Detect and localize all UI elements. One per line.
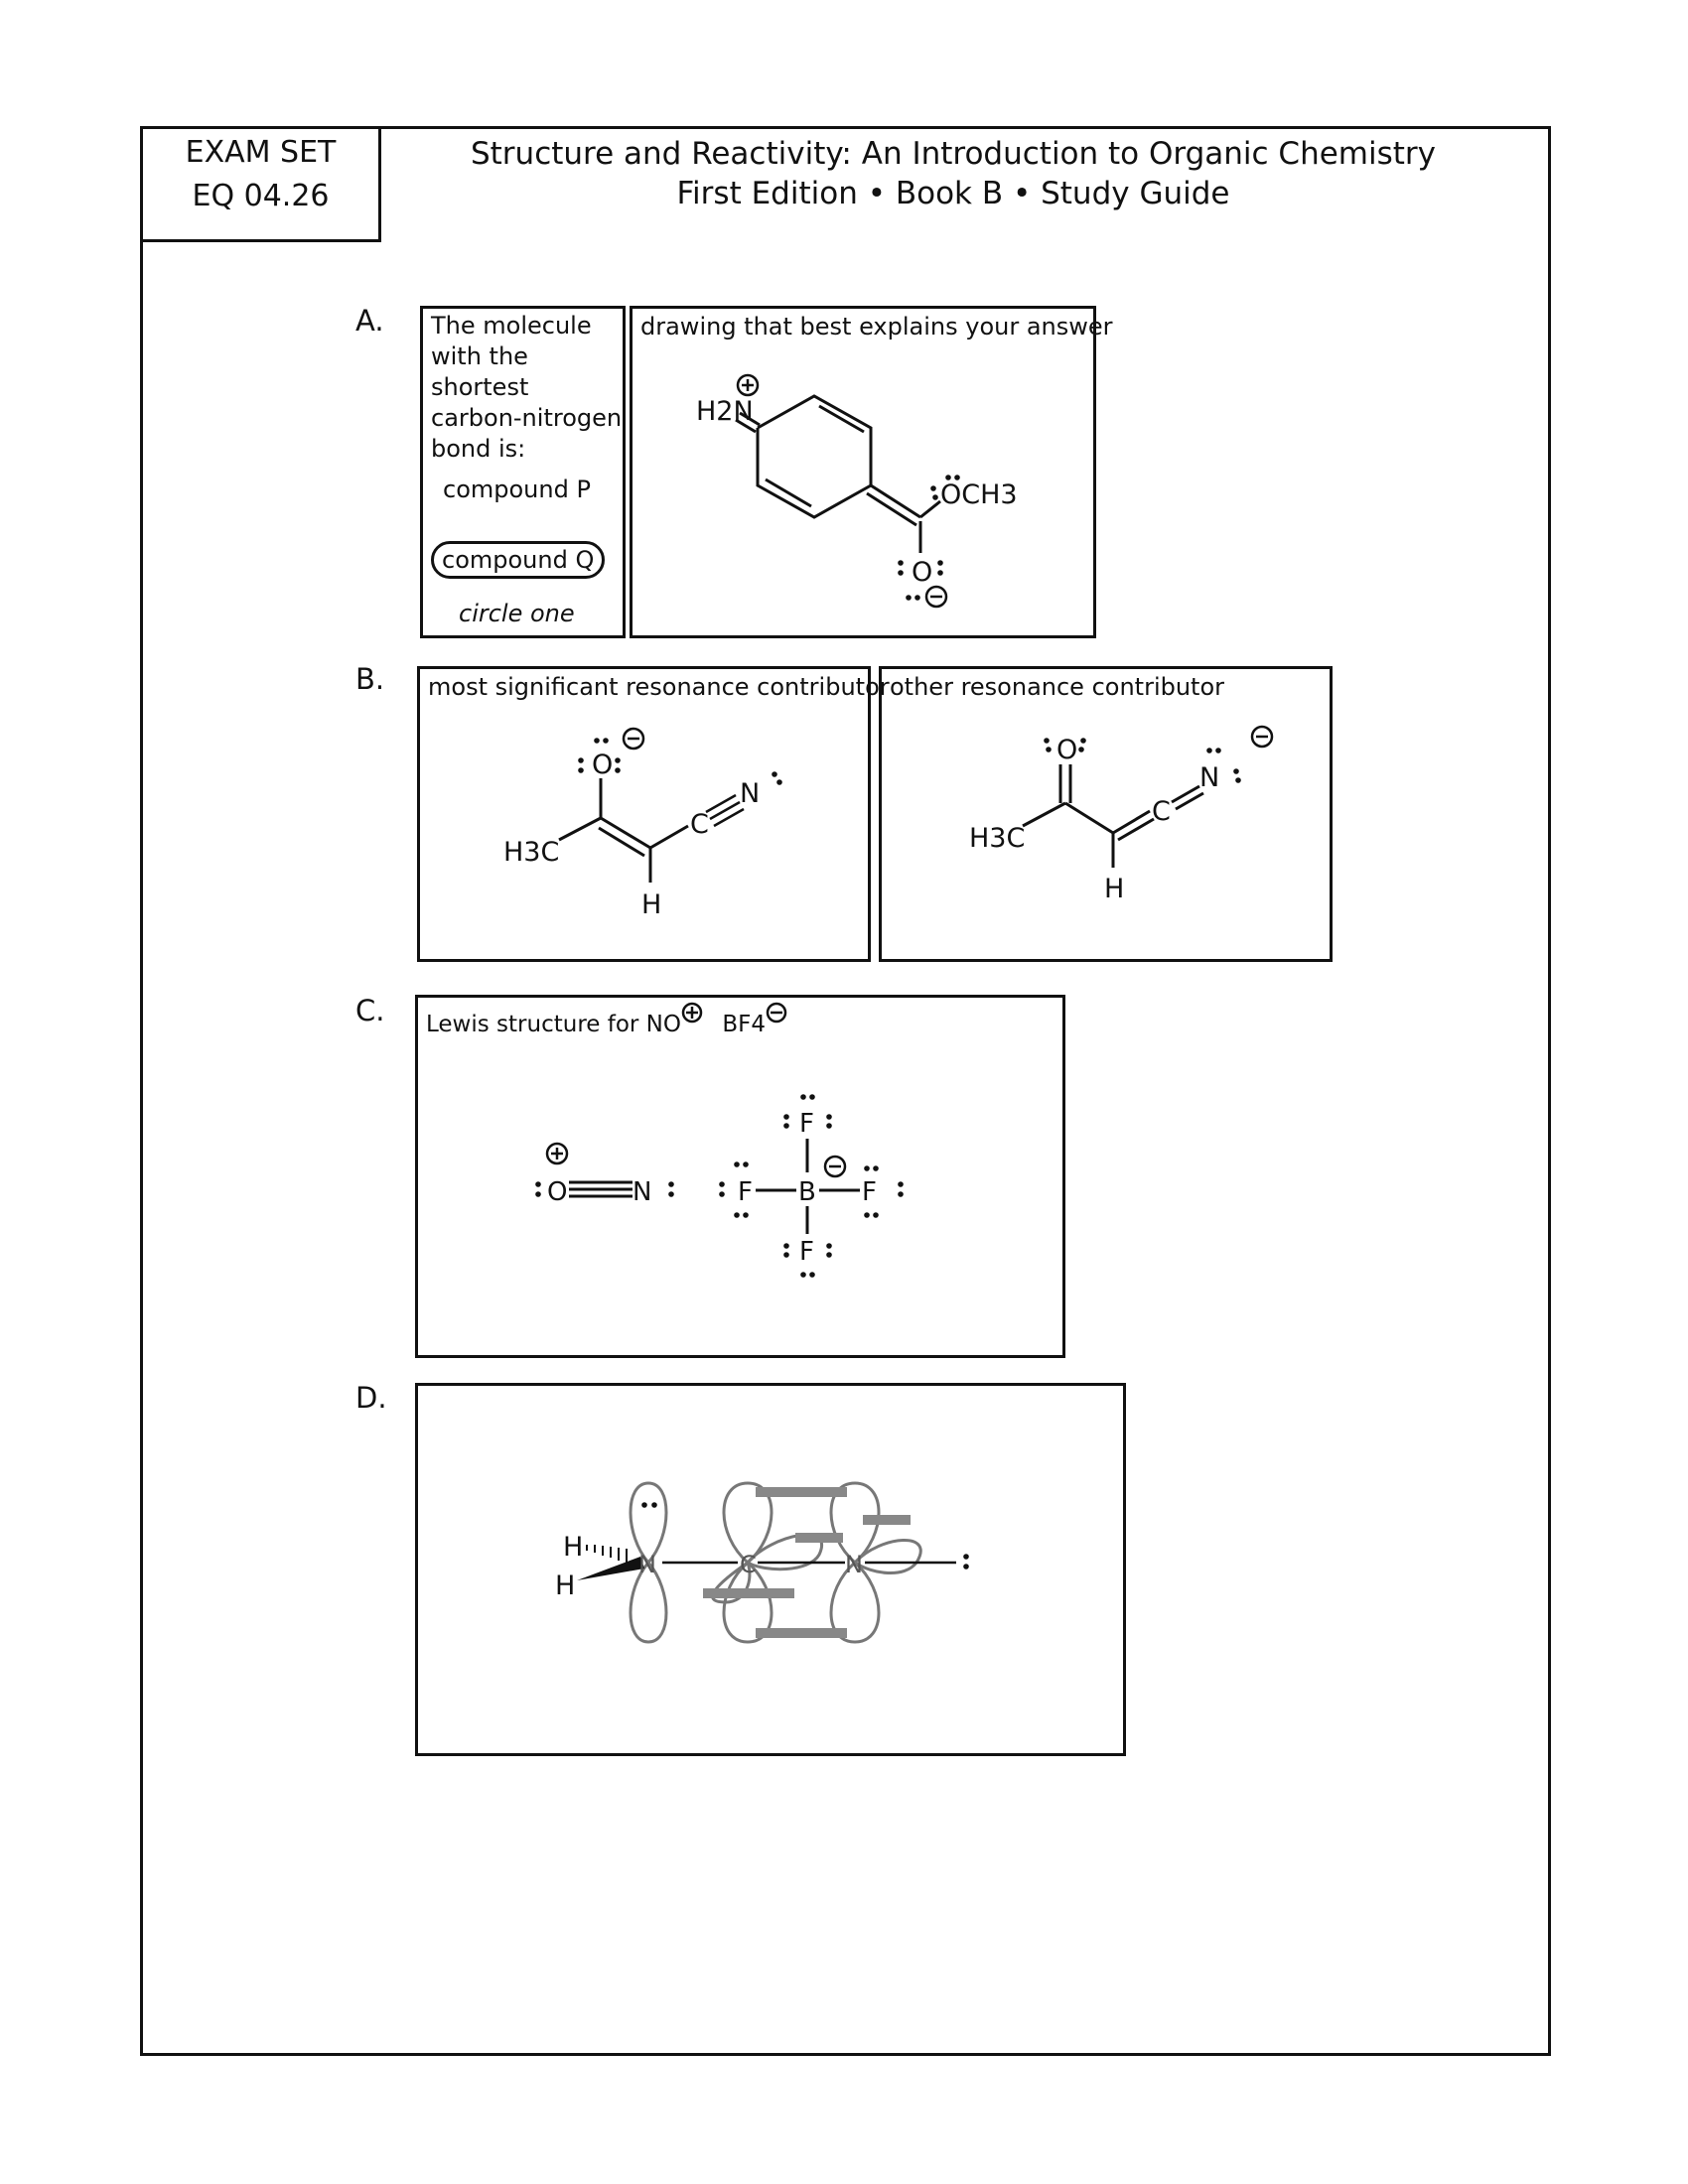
orbital-diagram: H H N C N — [555, 1481, 969, 1644]
amine-group: H2N — [696, 396, 754, 427]
nitrogen-atom: N — [1199, 762, 1219, 793]
lewis-structures: O N B F F F F — [535, 1094, 904, 1278]
hydrogen-hashed: H — [563, 1532, 583, 1563]
exam-set-box: EXAM SET EQ 04.26 — [140, 126, 381, 242]
part-d-box: H H N C N — [415, 1383, 1126, 1756]
nitrosonium-nitrogen: N — [633, 1177, 651, 1207]
part-a-question-box: The molecule with the shortest carbon-ni… — [420, 306, 626, 638]
exam-set-label: EXAM SET — [185, 135, 337, 170]
part-c-label-text: Lewis structure for NO BF4 — [426, 1002, 789, 1037]
nitrogen-atom: N — [740, 778, 760, 809]
major-resonance-contributor: O H3C H C N — [503, 727, 782, 920]
nitrosonium-oxygen: O — [547, 1177, 567, 1207]
plus-charge-icon — [681, 1002, 703, 1024]
oxygen-atom: O — [912, 557, 932, 588]
part-a-question: The molecule with the shortest carbon-ni… — [431, 312, 623, 463]
bf4-formula: BF4 — [722, 1012, 766, 1037]
part-b-major-box: most significant resonance contributor O… — [417, 666, 890, 962]
part-b-minor-label: other resonance contributor — [890, 673, 1225, 701]
ester-group: OCH3 — [940, 479, 1018, 510]
methyl-group: H3C — [503, 837, 559, 868]
hydrogen-atom: H — [1104, 874, 1124, 904]
part-a-label: A. — [355, 304, 384, 338]
methyl-group: H3C — [969, 823, 1025, 854]
part-d-label: D. — [355, 1381, 387, 1415]
resonance-structure-a: H2N OCH3 O — [696, 373, 1018, 609]
oxygen-atom: O — [1056, 735, 1077, 765]
minor-resonance-contributor: O H3C H C N — [969, 725, 1274, 904]
carbon-atom: C — [690, 809, 709, 840]
part-a-drawing-label: drawing that best explains your answer — [640, 313, 1113, 341]
carbon-atom: C — [1152, 796, 1171, 827]
part-c-box: Lewis structure for NO BF4 O N B F F F — [415, 995, 1065, 1358]
part-c-label: C. — [355, 994, 385, 1027]
fluorine-right: F — [862, 1177, 877, 1207]
nitrile-nitrogen: N — [845, 1551, 863, 1578]
option-compound-p[interactable]: compound P — [443, 476, 591, 503]
option-compound-q[interactable]: compound Q — [431, 541, 606, 579]
part-b-label: B. — [355, 662, 385, 696]
fluorine-left: F — [738, 1177, 753, 1207]
hydrogen-atom: H — [641, 889, 661, 920]
fluorine-bottom: F — [799, 1237, 814, 1267]
minus-charge-icon — [766, 1002, 787, 1024]
amine-nitrogen: N — [638, 1551, 656, 1578]
exam-set-code: EQ 04.26 — [192, 179, 330, 213]
boron-atom: B — [798, 1177, 816, 1207]
title-line-2: First Edition • Book B • Study Guide — [676, 176, 1230, 211]
page-title: Structure and Reactivity: An Introductio… — [417, 134, 1489, 213]
page-frame — [140, 126, 1551, 2056]
oxygen-atom: O — [592, 750, 613, 780]
circle-one-instruction: circle one — [459, 600, 575, 627]
nitrile-carbon: C — [740, 1551, 757, 1578]
lewis-structure-heading: Lewis structure for NO — [426, 1012, 681, 1037]
part-b-major-label: most significant resonance contributor — [428, 673, 890, 701]
fluorine-top: F — [799, 1109, 814, 1139]
part-a-drawing-box: drawing that best explains your answer H… — [630, 306, 1113, 638]
part-b-minor-box: other resonance contributor O H3C H C N — [879, 666, 1333, 962]
title-line-1: Structure and Reactivity: An Introductio… — [470, 136, 1437, 172]
hydrogen-wedged: H — [555, 1570, 575, 1601]
